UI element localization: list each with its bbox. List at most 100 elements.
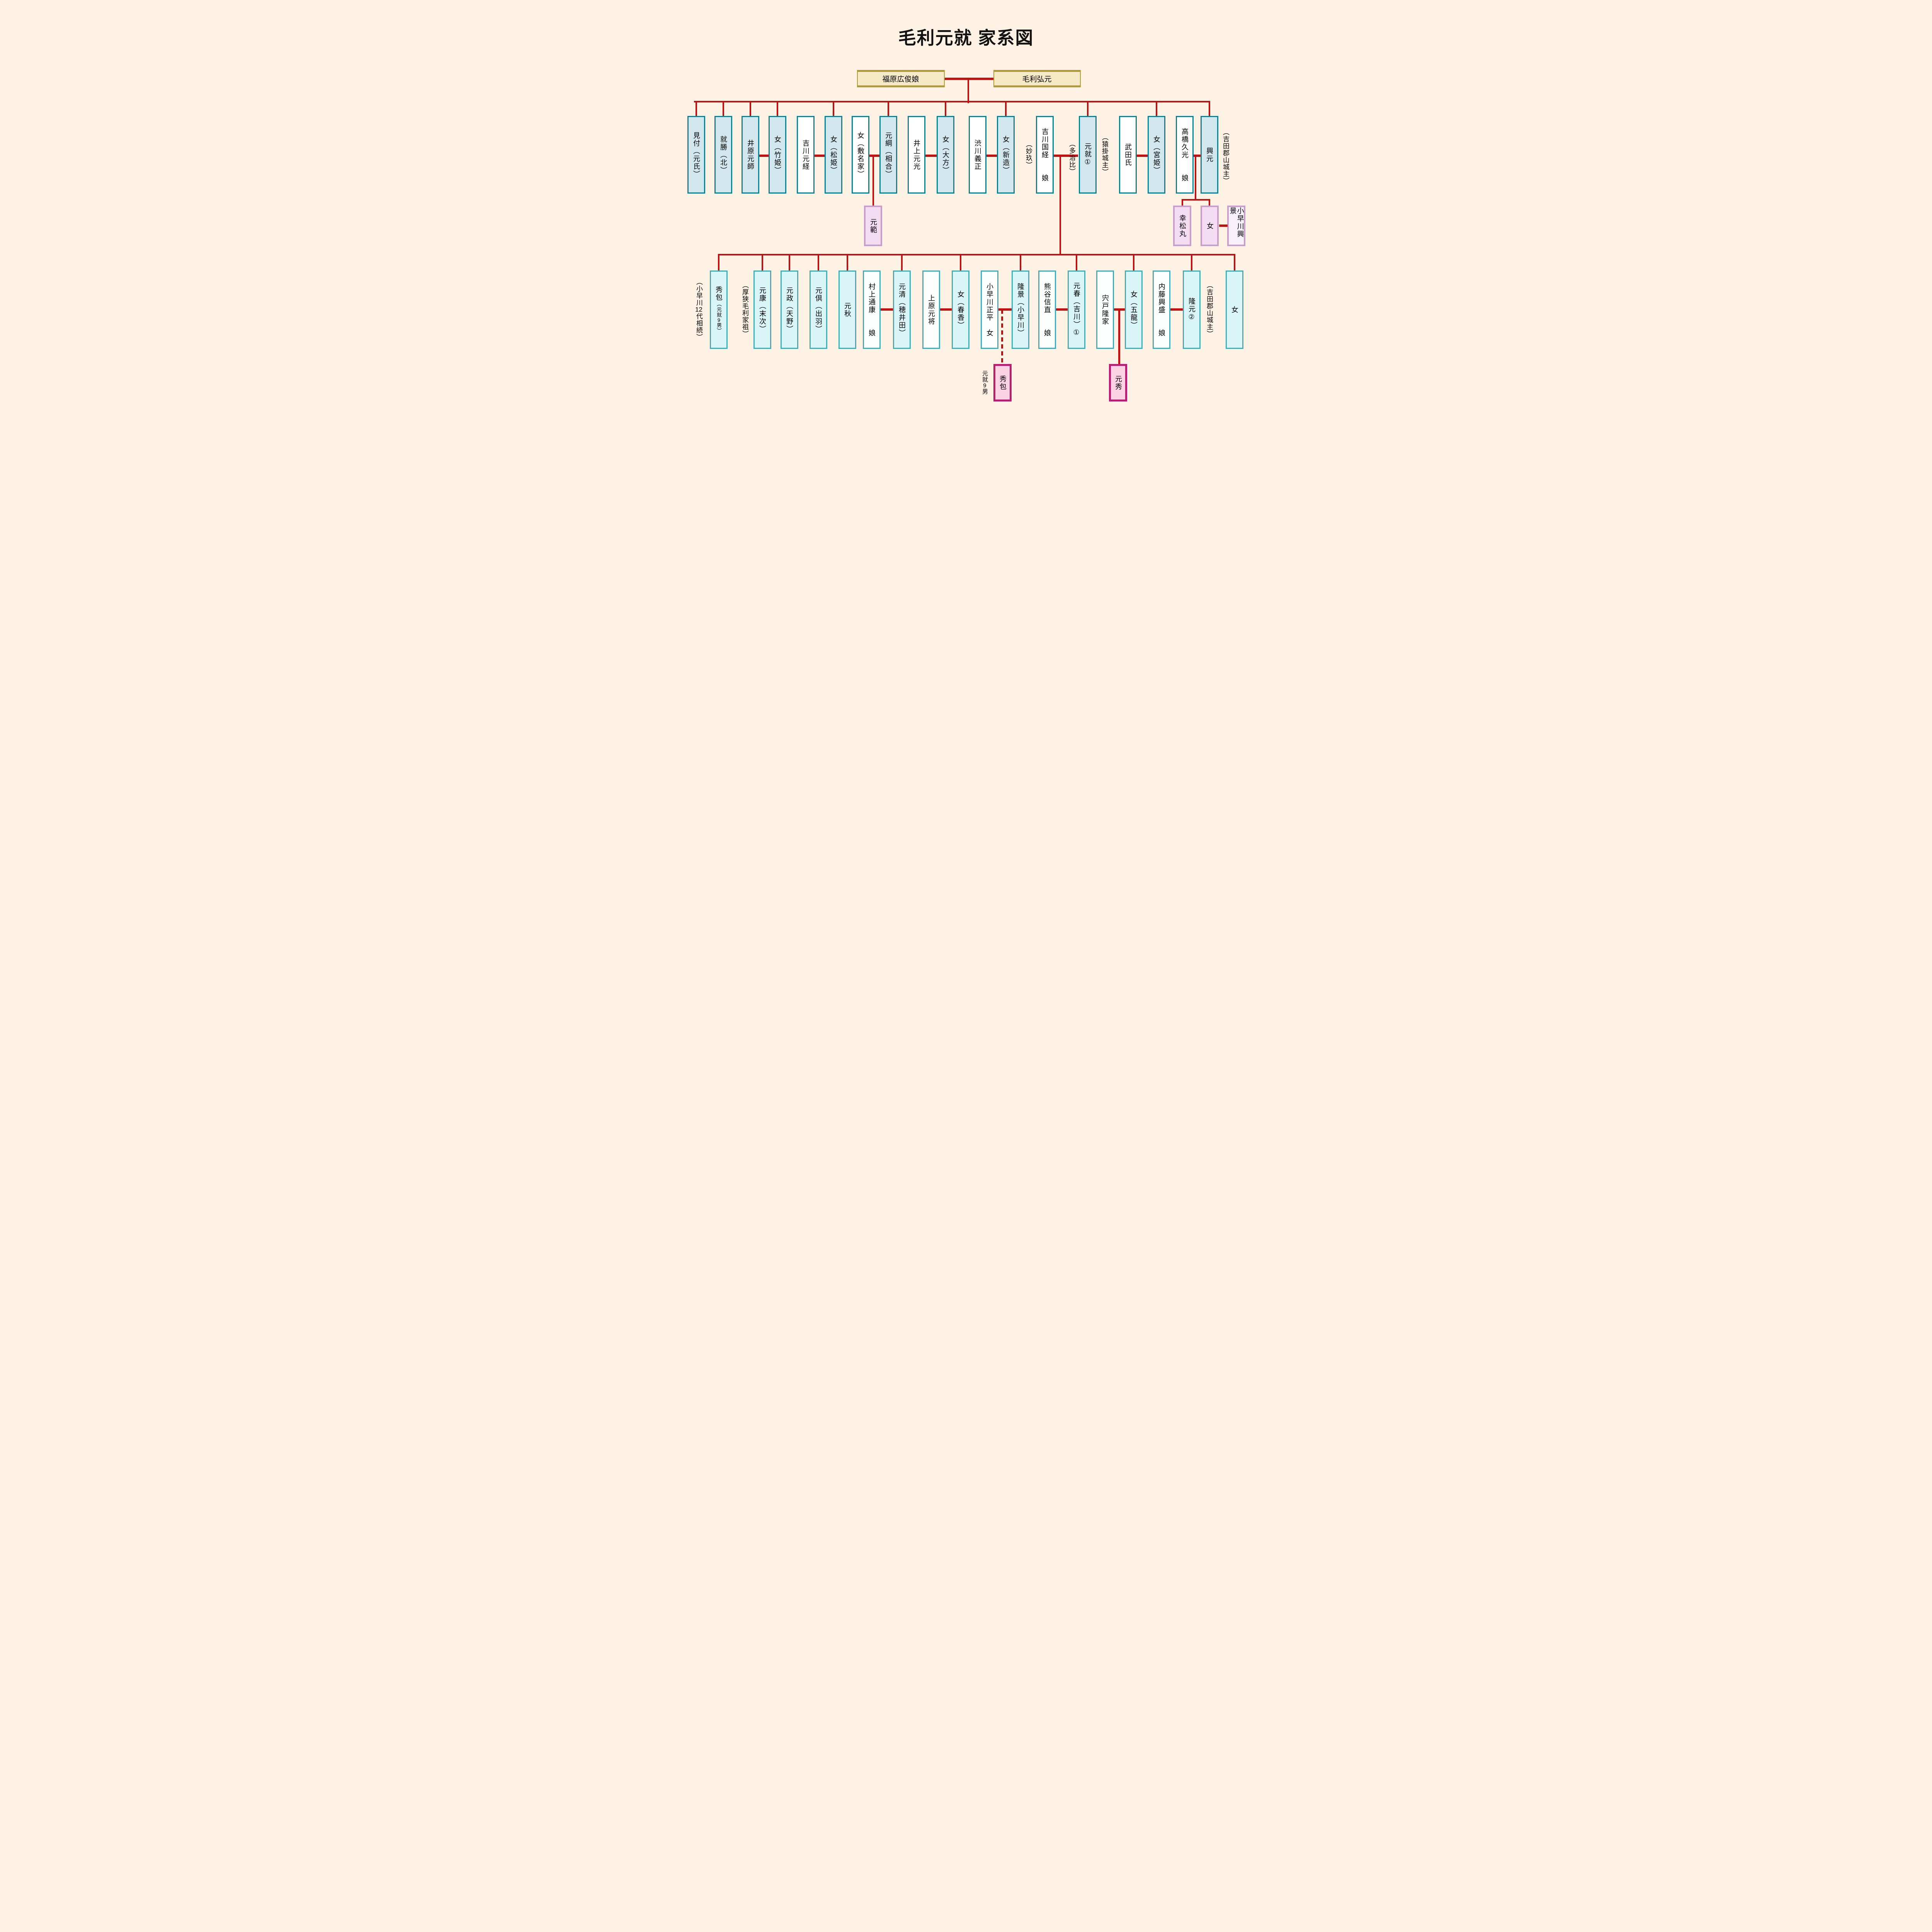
person-box-gen3-14: 女（五龍） <box>1124 270 1143 349</box>
person-label: 隆元② <box>1188 298 1196 322</box>
person-box-gen2-13: 元就① <box>1078 116 1097 194</box>
marriage-line-gen2-5 <box>1053 155 1078 157</box>
person-label: 秀包 <box>999 375 1007 391</box>
child-stub-gen2 <box>749 102 751 117</box>
person-label: 秀包（元就9男） <box>715 286 723 333</box>
person-box-gen3-12: 元春（吉川）① <box>1067 270 1085 349</box>
person-label: 女 <box>1206 222 1214 230</box>
person-label: 毛利弘元 <box>1022 75 1052 83</box>
child-stub-gen2 <box>1155 102 1157 117</box>
person-box-gen3-6: 元清（穂井田） <box>893 270 911 349</box>
person-box-gen3-7: 上原元将 <box>922 270 940 349</box>
person-label: 元春（吉川）① <box>1073 282 1081 337</box>
person-label: 女（大方） <box>942 135 950 174</box>
person-box-gen3-10: 隆景（小早川） <box>1011 270 1029 349</box>
person-label: 村上通康 娘 <box>868 282 876 337</box>
person-box-gen3-0: 秀包（元就9男） <box>709 270 728 349</box>
annotation-label: （吉田郡山城主） <box>1222 129 1229 184</box>
family-tree-canvas: 毛利元就 家系図 福原広俊娘 毛利弘元 見付（元氏）就勝（北）井原元師女（竹姫）… <box>667 0 1265 421</box>
person-label: 女（竹姫） <box>774 135 782 174</box>
person-box-gen3-13: 宍戸隆家 <box>1096 270 1114 349</box>
person-label: 熊谷信直 娘 <box>1043 282 1051 337</box>
person-box-mother: 福原広俊娘 <box>857 70 945 87</box>
child-stub-gen3 <box>718 255 719 271</box>
person-box-gen2-6: 女（敷名家） <box>851 116 869 194</box>
person-box-gen3-16: 隆元② <box>1182 270 1201 349</box>
child-stub-onna <box>1208 200 1210 206</box>
child-stub-gen2 <box>944 102 946 117</box>
person-label: 元政（天野） <box>786 286 794 333</box>
person-label: 就勝（北） <box>719 135 728 174</box>
person-label: 隆景（小早川） <box>1017 282 1025 337</box>
person-label: 女（五龍） <box>1130 290 1138 329</box>
person-label: 小早川興景 <box>1229 207 1244 238</box>
person-box-gen3-2: 元政（天野） <box>780 270 798 349</box>
person-label: 福原広俊娘 <box>882 75 919 83</box>
person-label: 見付（元氏） <box>692 131 701 178</box>
person-label: 元範 <box>869 218 878 234</box>
person-box-gen3-1: 元康（末次） <box>753 270 771 349</box>
person-box-gen3-15: 内藤興盛 娘 <box>1152 270 1170 349</box>
marriage-line-gen3-5 <box>1170 308 1183 311</box>
marriage-line-gen2-3 <box>925 155 937 157</box>
person-box-gen3-11: 熊谷信直 娘 <box>1038 270 1056 349</box>
person-box-gen2-2: 井原元師 <box>741 116 759 194</box>
child-stub-gen3 <box>1133 255 1134 271</box>
person-box-gen4-0: 秀包 <box>993 364 1012 401</box>
person-label: 元倶（出羽） <box>815 286 823 333</box>
child-stub-gen3 <box>788 255 790 271</box>
marriage-line-gen2-1 <box>814 155 825 157</box>
person-box-gen2-10: 渋川義正 <box>968 116 986 194</box>
marriage-line-branch <box>1219 224 1228 227</box>
child-stub-gen3 <box>1190 255 1192 271</box>
annotation-label: （小早川12代相続） <box>695 278 702 341</box>
person-label: 渋川義正 <box>974 139 982 170</box>
person-box-branch-1: 幸松丸 <box>1173 206 1191 246</box>
descent-line-gen3-2 <box>1001 310 1003 365</box>
annotation-label: 元就9男 <box>981 370 988 395</box>
person-box-gen2-4: 吉川元経 <box>796 116 815 194</box>
person-box-gen2-3: 女（竹姫） <box>768 116 786 194</box>
person-box-gen2-8: 井上元光 <box>907 116 925 194</box>
person-label: 女（新造） <box>1002 135 1010 174</box>
person-box-gen4-1: 元秀 <box>1109 364 1127 401</box>
person-label: 井原元師 <box>747 139 755 170</box>
person-box-gen3-17: 女 <box>1225 270 1243 349</box>
person-label: 女（宮姫） <box>1153 135 1161 174</box>
person-label: 井上元光 <box>913 139 921 170</box>
person-label: 興元 <box>1206 147 1214 163</box>
child-stub-gen3 <box>817 255 819 271</box>
annotation-label: （猿掛城主） <box>1101 134 1108 175</box>
person-label: 内藤興盛 娘 <box>1158 282 1166 337</box>
sibling-bus-gen3 <box>718 254 1235 255</box>
person-label: 小早川正平 女 <box>986 282 994 337</box>
marriage-line-gen2-2 <box>869 155 879 157</box>
marriage-line-gen2-4 <box>986 155 997 157</box>
person-box-gen3-4: 元秋 <box>838 270 856 349</box>
person-label: 元秋 <box>844 302 852 318</box>
annotation-label: （多治比） <box>1068 140 1075 175</box>
child-stub-gen3 <box>1019 255 1021 271</box>
person-box-gen2-5: 女（松姫） <box>824 116 842 194</box>
person-label: 元秀 <box>1114 375 1122 391</box>
person-box-gen2-1: 就勝（北） <box>714 116 732 194</box>
child-stub-gen2 <box>1087 102 1088 117</box>
person-box-gen2-15: 女（宮姫） <box>1147 116 1165 194</box>
child-stub-gen3 <box>959 255 961 271</box>
person-label: 元綱（相合） <box>884 131 893 178</box>
person-box-gen3-8: 女（春香） <box>951 270 969 349</box>
person-label: 女（松姫） <box>830 135 838 174</box>
person-label: 高橋久光 娘 <box>1181 128 1189 182</box>
annotation-label: （妙玖） <box>1025 141 1032 168</box>
marriage-line-gen3-2 <box>998 308 1012 311</box>
child-stub-gen3 <box>1075 255 1077 271</box>
child-stub-komatsumaru <box>1181 200 1183 206</box>
sibling-bus-gen2 <box>694 101 1210 102</box>
descent-line-gen3-4 <box>1118 310 1120 365</box>
person-label: 元清（穂井田） <box>898 282 906 337</box>
sibling-bus-komatsumaru <box>1181 199 1210 201</box>
person-label: 吉川国経 娘 <box>1041 128 1049 182</box>
person-label: 上原元将 <box>927 294 935 325</box>
person-box-gen2-0: 見付（元氏） <box>687 116 705 194</box>
child-stub-gen2 <box>722 102 724 117</box>
